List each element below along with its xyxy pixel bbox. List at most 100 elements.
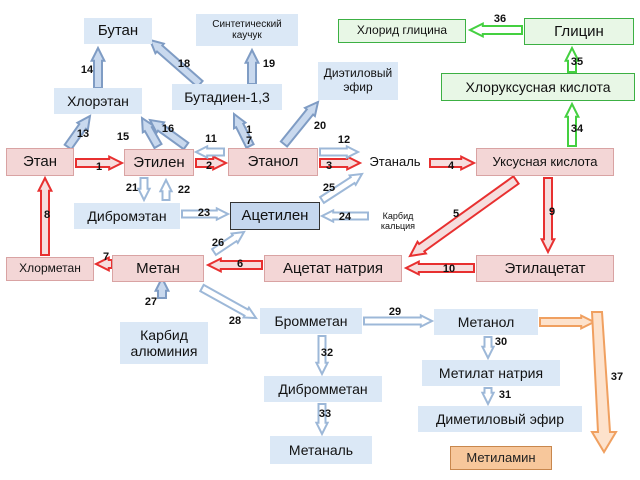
reaction-number: 20 [313,120,327,132]
reaction-number: 31 [498,389,512,401]
node-etan: Этан [6,148,74,176]
arrow-19 [243,47,261,85]
reaction-number: 28 [228,315,242,327]
arrow-26 [210,230,246,257]
arrow-23 [181,206,231,222]
arrow-28 [198,283,258,320]
reaction-number: 33 [318,408,332,420]
node-metanol: Метанол [434,309,538,335]
arrow-7 [93,255,113,273]
reaction-number: 30 [494,336,508,348]
arrow-29 [363,313,435,329]
arrow-4 [429,154,477,172]
reaction-number: 8 [43,209,51,221]
node-brommetan: Бромметан [260,308,362,334]
arrow-17 [233,111,255,150]
node-etilen: Этилен [124,149,194,176]
arrow-31 [480,387,496,407]
arrow-12 [319,144,361,160]
reaction-number: 12 [337,134,351,146]
node-etanal: Этаналь [369,153,421,169]
arrow-37a [539,313,597,331]
arrow-32 [314,335,330,377]
reaction-number: 6 [236,258,244,270]
reaction-number: 19 [262,58,276,70]
node-acetilen: Ацетилен [230,202,320,230]
arrow-20 [279,100,320,148]
node-uksusnaya: Уксусная кислота [476,148,614,176]
arrow-25 [318,172,364,205]
arrow-18 [148,38,205,89]
node-etanol: Этанол [228,148,318,176]
arrow-6 [205,256,263,274]
arrow-14 [89,45,107,89]
reaction-number: 37 [610,371,624,383]
arrow-36 [467,21,523,39]
arrow-3 [319,154,363,172]
arrow-5 [408,174,520,258]
arrow-33 [314,403,330,437]
reaction-number: 18 [177,58,191,70]
arrow-37b [590,311,618,454]
reaction-number: 11 [205,133,217,145]
arrow-27 [153,275,171,299]
reaction-number: 16 [161,123,175,135]
reaction-number: 14 [80,64,94,76]
node-hlormetan: Хлорметан [6,257,94,281]
node-karbid-alyuminiya: Карбид алюминия [120,322,208,364]
reaction-number: 25 [322,182,336,194]
node-acetat-natriya: Ацетат натрия [264,255,402,282]
node-dimetil-efir: Диметиловый эфир [418,406,582,432]
arrow-9 [539,177,557,255]
reaction-number: 24 [338,211,352,223]
node-metanal: Метаналь [270,436,372,464]
arrow-22 [158,177,174,201]
arrow-1 [75,154,125,172]
reaction-number: 1 [95,161,103,173]
arrow-30 [480,336,496,361]
node-sint-kauchuk: Синтетический каучук [196,14,298,46]
reaction-number: 22 [177,184,191,196]
reaction-number: 34 [570,123,584,135]
arrow-35 [563,45,581,73]
node-karbid-kalciya: Карбид кальция [380,210,416,231]
arrow-15 [140,116,163,150]
node-metilamin: Метиламин [450,446,552,470]
node-dibrometan: Дибромэтан [74,203,180,229]
node-glicin: Глицин [524,18,634,45]
node-metilat-natriya: Метилат натрия [422,360,560,386]
reaction-number: 2 [205,160,213,172]
arrow-11 [193,144,225,160]
node-butan: Бутан [84,18,152,44]
node-hloruksusnaya: Хлоруксусная кислота [441,73,635,101]
node-dibrommetan: Дибромметан [264,376,382,402]
reaction-number: 21 [125,182,139,194]
reaction-number: 32 [320,347,334,359]
arrow-2 [195,154,229,172]
reaction-number: 13 [76,128,90,140]
reaction-number: 5 [452,208,460,220]
arrow-21 [136,177,152,203]
arrow-24 [319,208,369,224]
arrow-13 [63,114,92,151]
node-hlorid-glicina: Хлорид глицина [338,19,466,43]
reaction-number: 4 [447,160,455,172]
node-metan: Метан [112,255,204,282]
reaction-number: 9 [548,206,556,218]
reaction-number: 27 [144,296,158,308]
reaction-number: 35 [570,56,584,68]
arrow-10 [403,259,475,277]
reaction-number: 23 [197,207,211,219]
reaction-number: 15 [116,131,130,143]
reaction-number: 26 [211,237,225,249]
node-butadien: Бутадиен-1,3 [172,84,282,110]
arrow-34 [563,101,581,147]
arrow-8 [36,175,54,256]
reaction-number: 3 [325,160,333,172]
node-dietil-efir: Диэтиловый эфир [318,62,398,100]
reaction-number: 7 [102,251,110,263]
reaction-number: 10 [442,263,456,275]
